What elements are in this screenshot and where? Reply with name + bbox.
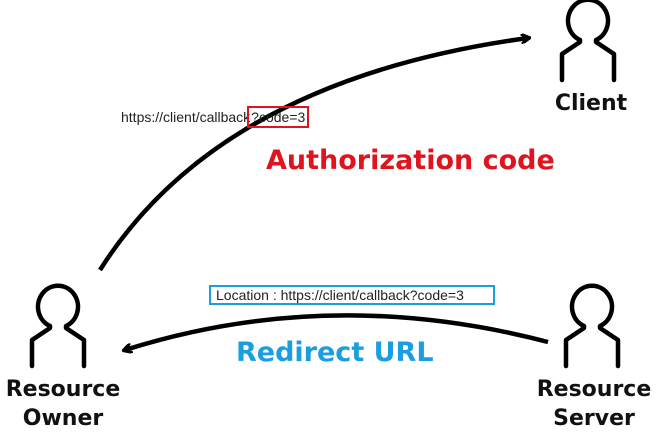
client-person-icon	[562, 0, 614, 80]
arrow-owner-to-client	[98, 38, 528, 272]
resource-server-label: Resource Server	[531, 375, 657, 433]
location-header-url: Location : https://client/callback?code=…	[216, 287, 464, 303]
callback-url-prefix: https://client/callback	[121, 109, 251, 125]
client-label: Client	[554, 91, 628, 116]
code-parameter-highlight: ?code=3	[247, 106, 310, 128]
redirect-url-caption: Redirect URL	[236, 337, 434, 368]
resource-server-label-line-1: Resource	[536, 377, 652, 402]
resource-owner-label: Resource Owner	[0, 375, 126, 433]
callback-url: https://client/callback?code=3	[121, 106, 310, 128]
resource-owner-label-line-1: Resource	[5, 377, 121, 402]
arrow-server-to-owner	[125, 313, 549, 350]
resource-server-label-line-2: Server	[553, 406, 635, 431]
authorization-code-caption: Authorization code	[266, 145, 555, 176]
resource-owner-person-icon	[32, 286, 84, 366]
location-header-box	[209, 285, 495, 305]
resource-owner-label-line-2: Owner	[22, 406, 104, 431]
resource-server-person-icon	[566, 286, 618, 366]
